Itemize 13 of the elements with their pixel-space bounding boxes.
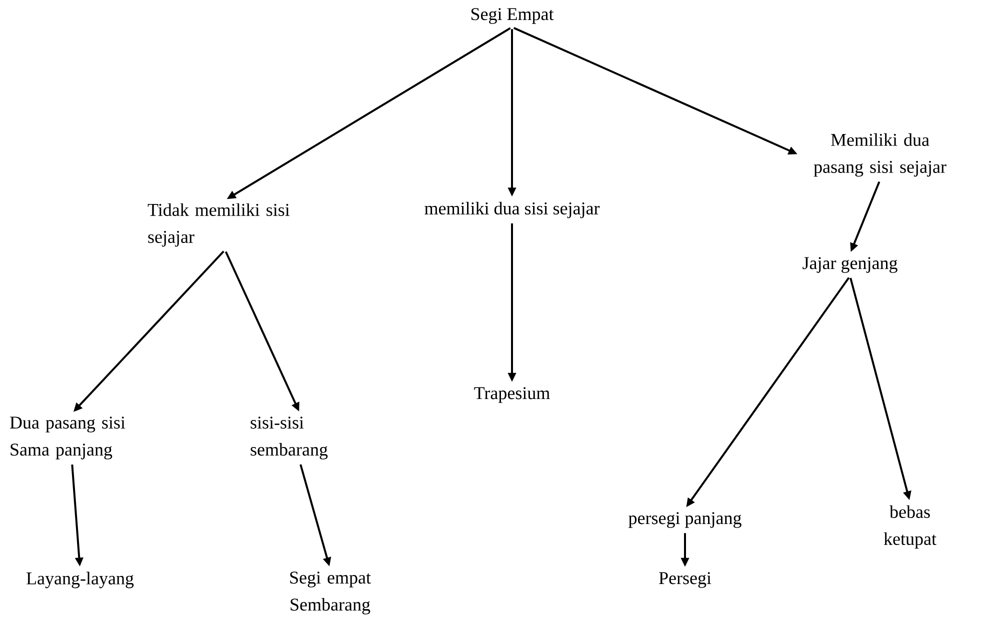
node-text: Jajar genjang — [802, 257, 898, 273]
node-text: persegi panjang — [628, 512, 742, 528]
node-text: Segi Empat — [471, 8, 554, 24]
node-text: Segi empat Sembarang — [290, 572, 371, 614]
node-text: Memiliki dua pasang sisi sejajar — [814, 133, 946, 177]
node-text: Tidak memiliki sisi sejajar — [148, 203, 290, 247]
node-text: memiliki dua sisi sejajar — [424, 202, 600, 218]
node-text: Layang-layang — [26, 572, 134, 588]
node-text: Trapesium — [474, 387, 550, 403]
node-text: Dua pasang sisi Sama panjang — [10, 416, 126, 460]
node-text: sisi-sisi sembarang — [250, 416, 328, 460]
node-text: bebas ketupat — [884, 505, 936, 549]
node-text: Persegi — [659, 572, 712, 588]
